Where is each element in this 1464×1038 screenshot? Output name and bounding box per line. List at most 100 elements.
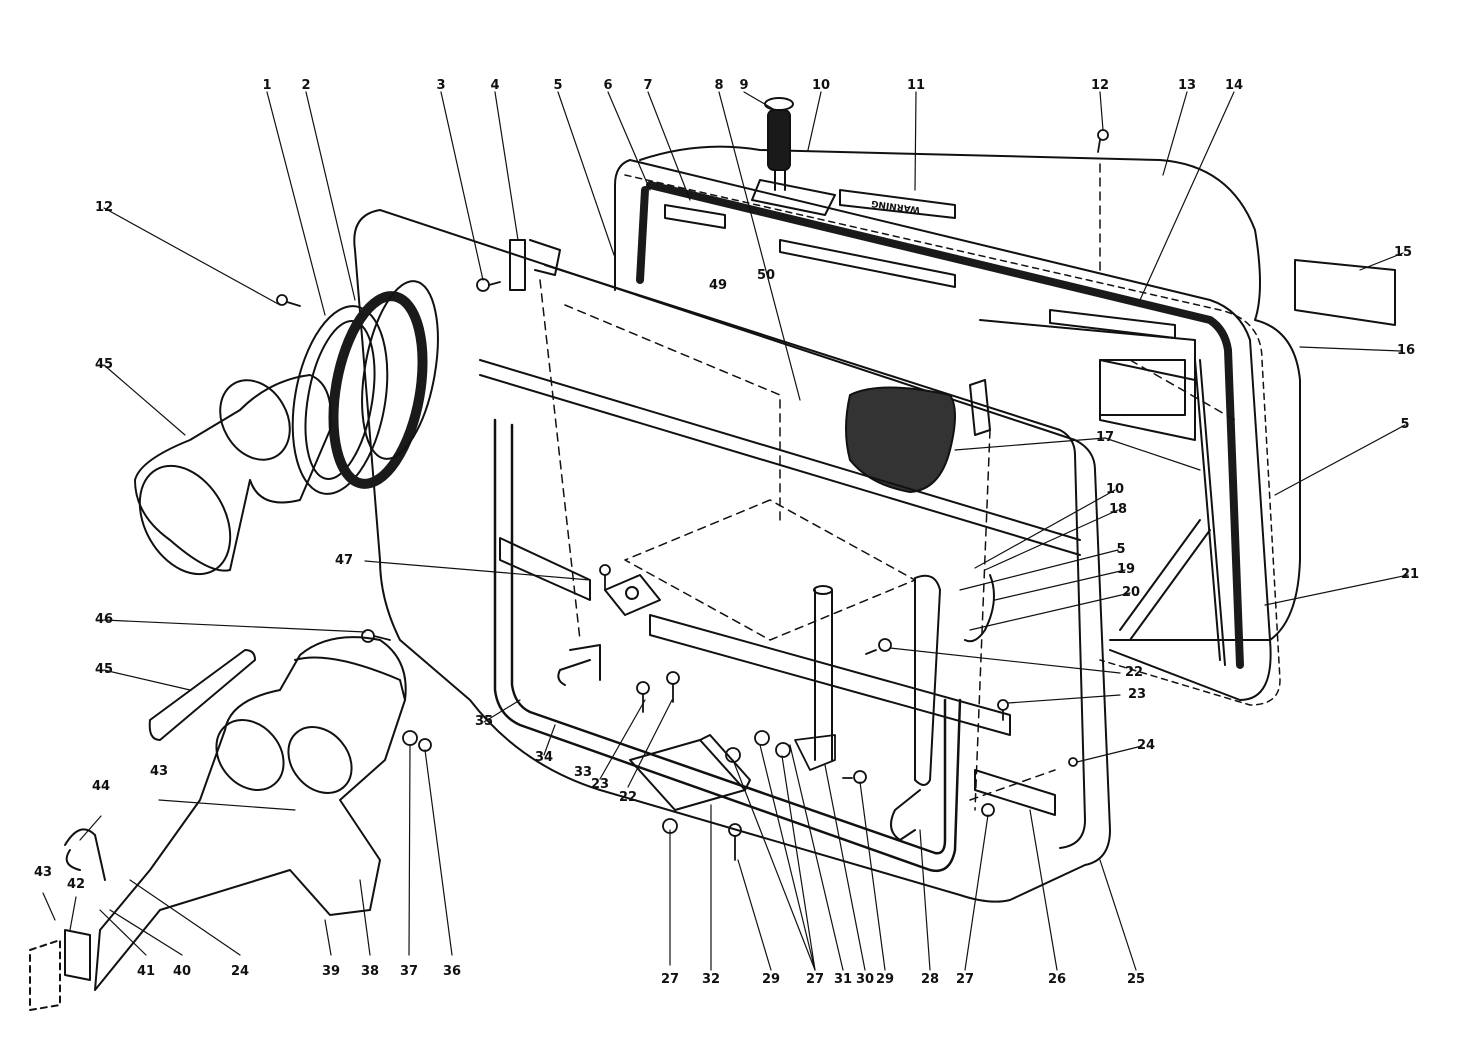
mesh-vent — [845, 386, 956, 493]
bag-window — [1099, 359, 1186, 416]
callout-34: 34 — [534, 750, 554, 765]
callout-26: 26 — [1047, 972, 1067, 987]
callout-6: 6 — [603, 78, 613, 93]
callout-8: 8 — [714, 78, 724, 93]
callout-10: 10 — [811, 78, 831, 93]
callout-12: 12 — [1090, 78, 1110, 93]
callout-27-b: 27 — [805, 972, 825, 987]
callout-18: 18 — [1108, 502, 1128, 517]
callout-33: 33 — [573, 765, 593, 780]
chute-45 — [134, 374, 332, 572]
bag-side-strip — [1194, 359, 1226, 666]
callout-24-right: 24 — [1136, 738, 1156, 753]
strip-top — [779, 239, 956, 288]
callout-29-a: 29 — [761, 972, 781, 987]
handle-grip-9 — [767, 109, 791, 171]
callout-23-right: 23 — [1127, 687, 1147, 702]
bag-slope-lines — [1119, 519, 1211, 641]
decal-15 — [1294, 259, 1396, 326]
callout-41: 41 — [136, 964, 156, 979]
callout-43-left: 43 — [33, 865, 53, 880]
callout-19: 19 — [1116, 562, 1136, 577]
callout-44: 44 — [91, 779, 111, 794]
callout-24-left: 24 — [230, 964, 250, 979]
callout-45-upper: 45 — [94, 357, 114, 372]
callout-49: 49 — [708, 278, 728, 293]
bag-frame-dashed — [624, 174, 1281, 706]
chute-lower — [94, 636, 407, 991]
callout-39: 39 — [321, 964, 341, 979]
callout-12-left: 12 — [94, 200, 114, 215]
cross-member — [649, 614, 1011, 736]
callout-40: 40 — [172, 964, 192, 979]
bag-frame-inner — [636, 181, 1244, 669]
bracket-26 — [974, 769, 1056, 816]
callout-5-mid: 5 — [1116, 542, 1126, 557]
callout-11: 11 — [906, 78, 926, 93]
callout-1: 1 — [262, 78, 272, 93]
frame-tube-34 — [493, 418, 962, 873]
callout-9: 9 — [739, 78, 749, 93]
callout-43-mid: 43 — [149, 764, 169, 779]
callout-47: 47 — [334, 553, 354, 568]
chute-seal — [294, 656, 406, 701]
door-panel — [353, 209, 1111, 903]
arm-18 — [914, 574, 941, 786]
callout-16: 16 — [1396, 343, 1416, 358]
callout-22-right: 22 — [1124, 665, 1144, 680]
callout-30: 30 — [855, 972, 875, 987]
bag-inner-panel — [979, 319, 1196, 441]
warning-decal — [839, 189, 956, 219]
callout-20: 20 — [1121, 585, 1141, 600]
callout-3: 3 — [436, 78, 446, 93]
callout-31: 31 — [833, 972, 853, 987]
callout-5: 5 — [553, 78, 563, 93]
callout-36: 36 — [442, 964, 462, 979]
callout-32: 32 — [701, 972, 721, 987]
callout-29-b: 29 — [875, 972, 895, 987]
callout-35: 35 — [474, 714, 494, 729]
plate-33 — [604, 574, 661, 616]
callout-5-right: 5 — [1400, 417, 1410, 432]
callout-45-lower: 45 — [94, 662, 114, 677]
flange-1 — [291, 305, 389, 495]
callout-23-left: 23 — [590, 777, 610, 792]
bag-housing — [639, 145, 1301, 641]
callout-46: 46 — [94, 612, 114, 627]
gasket-2 — [328, 291, 428, 489]
hinge-42 — [64, 929, 91, 981]
callout-27-c: 27 — [955, 972, 975, 987]
door-inner-border — [544, 264, 1086, 849]
callout-21: 21 — [1400, 567, 1420, 582]
callout-14: 14 — [1224, 78, 1244, 93]
strip-14 — [1049, 309, 1176, 339]
callout-4: 4 — [490, 78, 500, 93]
callout-27-a: 27 — [660, 972, 680, 987]
callout-25: 25 — [1126, 972, 1146, 987]
hook-28 — [890, 789, 921, 841]
callout-37: 37 — [399, 964, 419, 979]
callout-2: 2 — [301, 78, 311, 93]
latch-44 — [64, 828, 106, 881]
cable-19 — [964, 574, 995, 643]
latch-17 — [969, 379, 991, 436]
callout-7: 7 — [643, 78, 653, 93]
strip-7 — [664, 204, 726, 229]
callout-13: 13 — [1177, 78, 1197, 93]
callout-42: 42 — [66, 877, 86, 892]
callout-50: 50 — [756, 268, 776, 283]
callout-15: 15 — [1393, 245, 1413, 260]
latch-4 — [509, 239, 526, 291]
callout-17: 17 — [1095, 430, 1115, 445]
post — [814, 589, 833, 761]
deflector-strip — [148, 649, 256, 741]
callout-28: 28 — [920, 972, 940, 987]
callout-10-mid: 10 — [1105, 482, 1125, 497]
callout-38: 38 — [360, 964, 380, 979]
bag-frame-outer — [614, 159, 1272, 701]
callout-22-left: 22 — [618, 790, 638, 805]
bracket-47 — [499, 537, 591, 601]
handle-bracket — [751, 179, 836, 216]
